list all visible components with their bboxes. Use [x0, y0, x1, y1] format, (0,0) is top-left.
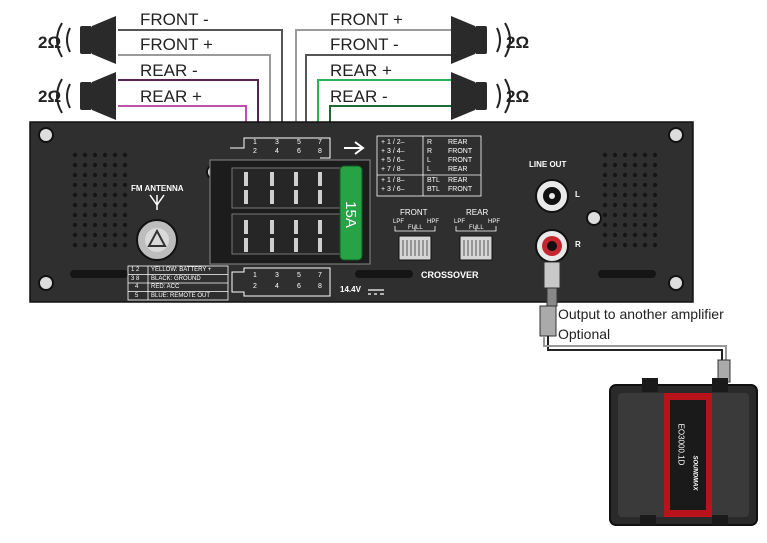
- label-front-plus-right: FRONT +: [330, 10, 403, 29]
- fuse-15a: [339, 165, 363, 261]
- rear-hpf-label: HPF: [488, 219, 500, 225]
- top-pin-2: 2: [253, 148, 257, 155]
- fuse-label: 15A: [341, 201, 359, 228]
- label-front-minus-right: FRONT -: [330, 35, 399, 54]
- bottom-pin-4: 4: [275, 283, 279, 290]
- bottom-pin-8: 8: [318, 283, 322, 290]
- amplifier-brand: SOUNDMAX: [691, 455, 698, 491]
- label-rear-minus-left: REAR -: [140, 61, 198, 80]
- impedance-bottom-right: 2Ω: [506, 87, 530, 106]
- front-lpf-label: LPF: [393, 219, 405, 225]
- speaker-top-left: [56, 16, 116, 64]
- spk-row-5-side: BTL: [427, 177, 440, 184]
- bottom-pin-5: 5: [297, 272, 301, 279]
- rear-lpf-label: LPF: [454, 219, 466, 225]
- output-note-line2: Optional: [558, 326, 611, 342]
- crossover-switch-rear[interactable]: [455, 226, 497, 261]
- fm-antenna-icon: [136, 194, 178, 261]
- spk-row-2-side: R: [427, 148, 433, 155]
- crossover-label: CROSSOVER: [421, 270, 479, 280]
- power-row-2-desc: BLACK: GROUND: [151, 275, 201, 282]
- power-row-3-pins: 4: [135, 284, 139, 290]
- spk-row-6-ch: FRONT: [448, 186, 473, 193]
- label-rear-minus-right: REAR -: [330, 87, 388, 106]
- line-out-label: LINE OUT: [529, 160, 567, 169]
- spk-row-6-pins: + 3 / 6–: [381, 186, 405, 193]
- vent-right: [598, 150, 660, 250]
- arrow-right-icon: [344, 141, 365, 155]
- power-row-1-desc: YELLOW: BATTERY +: [151, 267, 212, 273]
- speaker-bottom-right: [451, 72, 511, 120]
- crossover-switch-front[interactable]: [394, 226, 436, 261]
- line-out-l-label: L: [575, 190, 580, 199]
- label-front-minus-left: FRONT -: [140, 10, 209, 29]
- amplifier: [609, 378, 758, 526]
- spk-row-2-pins: + 3 / 4–: [381, 148, 405, 155]
- power-row-4-desc: BLUE: REMOTE OUT: [151, 292, 211, 299]
- line-out-r-label: R: [575, 240, 581, 249]
- power-row-3-desc: RED: ACC: [151, 284, 180, 290]
- top-pin-4: 4: [275, 148, 279, 155]
- label-front-plus-left: FRONT +: [140, 35, 213, 54]
- bottom-pin-2: 2: [253, 283, 257, 290]
- rca-line-out-right[interactable]: [535, 229, 569, 263]
- fm-antenna-label: FM ANTENNA: [131, 184, 184, 193]
- impedance-bottom-left: 2Ω: [38, 87, 62, 106]
- spk-row-2-ch: FRONT: [448, 148, 473, 155]
- spk-row-3-pins: + 5 / 6–: [381, 157, 405, 164]
- amplifier-model: EO3000.1D: [676, 423, 686, 466]
- rear-full-label: FULL: [469, 225, 484, 231]
- vent-left: [68, 150, 130, 250]
- speaker-top-right: [451, 16, 511, 64]
- connector-pins: [244, 172, 322, 252]
- rca-line-out-left[interactable]: [535, 179, 569, 213]
- label-rear-plus-right: REAR +: [330, 61, 392, 80]
- spk-row-4-side: L: [427, 166, 431, 173]
- voltage-label: 14.4V: [340, 285, 361, 294]
- spk-row-6-side: BTL: [427, 186, 440, 193]
- power-row-2-pins: 3 8: [131, 275, 140, 282]
- rca-cable: [539, 261, 731, 383]
- front-hpf-label: HPF: [427, 219, 439, 225]
- speaker-table: [376, 135, 482, 197]
- crossover-front-label: FRONT: [400, 208, 428, 217]
- bottom-pin-7: 7: [318, 272, 322, 279]
- top-pin-6: 6: [297, 148, 301, 155]
- impedance-top-right: 2Ω: [506, 33, 530, 52]
- dc-symbol-icon: [368, 289, 384, 295]
- bottom-pin-6: 6: [297, 283, 301, 290]
- top-pin-1: 1: [253, 139, 257, 146]
- bottom-pin-3: 3: [275, 272, 279, 279]
- crossover-rear-label: REAR: [466, 208, 489, 217]
- output-note-line1: Output to another amplifier: [558, 306, 724, 322]
- spk-row-1-pins: + 1 / 2–: [381, 139, 405, 146]
- label-rear-plus-left: REAR +: [140, 87, 202, 106]
- power-row-1-pins: 1 2: [131, 267, 140, 273]
- speaker-bottom-left: [56, 72, 116, 120]
- spk-row-1-ch: REAR: [448, 139, 468, 146]
- front-full-label: FULL: [408, 225, 423, 231]
- bottom-pin-1: 1: [253, 272, 257, 279]
- spk-row-1-side: R: [427, 139, 433, 146]
- spk-row-3-side: L: [427, 157, 431, 164]
- spk-row-5-pins: + 1 / 8–: [381, 177, 405, 184]
- spk-row-4-pins: + 7 / 8–: [381, 166, 405, 173]
- spk-row-5-ch: REAR: [448, 177, 468, 184]
- power-table: [127, 265, 229, 301]
- screw-icon: [38, 127, 684, 291]
- top-pin-8: 8: [318, 148, 322, 155]
- power-row-4-pins: 5: [135, 292, 139, 299]
- head-unit: [29, 121, 694, 303]
- spk-row-3-ch: FRONT: [448, 157, 473, 164]
- spk-row-4-ch: REAR: [448, 166, 468, 173]
- top-pin-3: 3: [275, 139, 279, 146]
- impedance-top-left: 2Ω: [38, 33, 62, 52]
- top-pin-7: 7: [318, 139, 322, 146]
- top-pin-5: 5: [297, 139, 301, 146]
